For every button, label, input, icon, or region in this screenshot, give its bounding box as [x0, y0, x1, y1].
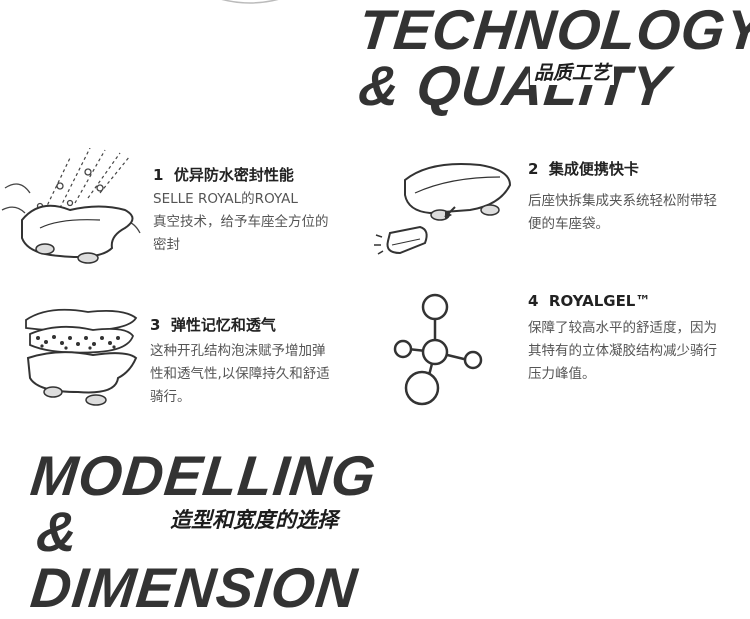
quick-clip-saddle-icon — [370, 155, 520, 270]
waterproof-saddle-icon — [0, 148, 150, 273]
feature-4-description: 保障了较高水平的舒适度，因为 其特有的立体凝胶结构减少骑行 压力峰值。 — [528, 320, 717, 382]
heading-modelling: MODELLING — [27, 444, 380, 507]
feature-1-title: 1 优异防水密封性能 — [153, 166, 294, 184]
heading-cn-quality: 品质工艺 — [530, 62, 615, 85]
feature-1-description: SELLE ROYAL的ROYAL 真空技术，给予车座全方位的 密封 — [153, 191, 329, 253]
feature-2-description: 后座快拆集成夹系统轻松附带轻 便的车座袋。 — [528, 193, 717, 232]
modelling-dimension-heading: MODELLING & DIMENSION 造型和宽度的选择 — [27, 444, 388, 619]
heading-technology: TECHNOLOGY — [355, 0, 750, 61]
foam-layers-icon — [18, 300, 148, 412]
top-arc-decoration — [221, 0, 279, 4]
feature-4-title: 4 ROYALGEL™ — [528, 292, 651, 310]
heading-quality: & QUALITY — [355, 54, 674, 117]
feature-3-title: 3 弹性记忆和透气 — [150, 316, 276, 334]
heading-cn-modelling: 造型和宽度的选择 — [166, 508, 342, 533]
molecule-icon — [388, 292, 498, 412]
technology-quality-heading: TECHNOLOGY & QUALITY 品质工艺 — [355, 0, 750, 120]
feature-2-title: 2 集成便携快卡 — [528, 160, 639, 178]
feature-3-description: 这种开孔结构泡沫赋予增加弹 性和透气性,以保障持久和舒适 骑行。 — [150, 343, 330, 405]
